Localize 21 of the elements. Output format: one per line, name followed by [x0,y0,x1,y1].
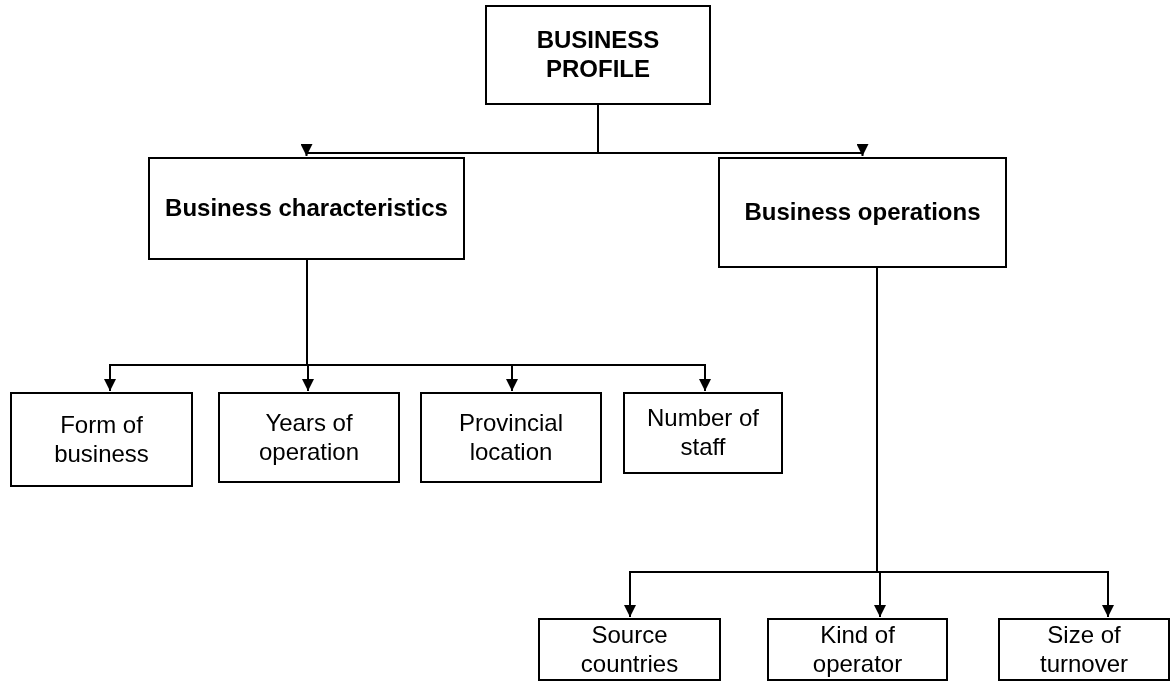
process-box [623,392,783,474]
box-label: BUSINESS PROFILE [535,26,661,84]
box-label: Provincial location [457,408,564,467]
process-box [148,157,465,260]
box-label: Number of staff [645,404,760,462]
box-label: Form of business [53,410,150,469]
process-box [718,157,1007,268]
process-box [538,618,721,681]
box-label: Source countries [579,620,680,679]
process-box [10,392,193,487]
box-label: Kind of operator [811,620,904,679]
process-box [218,392,400,483]
box-label: Business operations [744,198,981,227]
arrow [597,104,869,157]
process-box [767,618,948,681]
box-label: Size of turnover [1038,620,1129,679]
process-box [998,618,1170,681]
process-box [420,392,602,483]
box-label: Business characteristics [165,194,448,223]
box-label: Years of operation [257,408,361,467]
process-box [485,5,711,105]
